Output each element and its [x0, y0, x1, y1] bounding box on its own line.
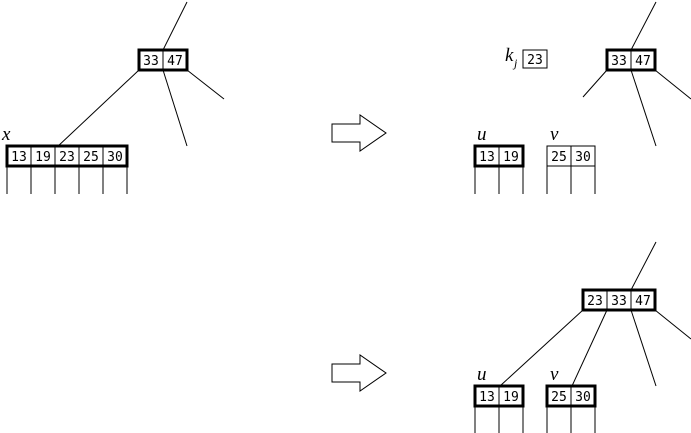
edge-parent-right [186, 69, 225, 100]
edge-parent-middle [630, 309, 657, 387]
node-u: 13 19 [473, 384, 525, 433]
edge-parent-right [654, 309, 691, 340]
parent-node-box [581, 288, 657, 312]
parent-node: 23 33 47 [581, 288, 657, 312]
key-1: 47 [167, 54, 183, 69]
edge-parent-middle [162, 69, 188, 147]
key-1: 19 [503, 150, 519, 165]
node-v: 25 30 [545, 384, 597, 433]
key-0: 25 [551, 150, 567, 165]
key-1: 19 [503, 390, 519, 405]
panel-median-extracted: k j 23 33 47 u 13 19 v [473, 1, 691, 194]
key-0: 25 [551, 390, 567, 405]
edge-parent-to-x [55, 69, 140, 149]
edge-parent-up [630, 1, 657, 51]
key-0: 33 [143, 54, 159, 69]
median-key-label: k [505, 45, 514, 66]
node-label-v: v [550, 124, 559, 145]
transition-arrow-icon [331, 114, 387, 152]
node-label-x: x [1, 124, 11, 145]
parent-node: 33 47 [605, 48, 657, 72]
edge-parent-right [654, 69, 691, 100]
key-0: 33 [611, 54, 627, 69]
key-0: 13 [479, 390, 495, 405]
transition-arrow-icon [331, 354, 387, 392]
node-label-u: u [477, 124, 487, 145]
edge-parent-to-v [571, 309, 608, 387]
parent-node: 33 47 [137, 48, 189, 72]
node-label-v: v [550, 364, 559, 385]
node-x: 13 19 23 25 30 [5, 144, 129, 194]
panel-before-split: 33 47 x 13 19 23 25 30 [1, 1, 225, 194]
node-v: 25 30 [546, 145, 596, 194]
node-label-u: u [477, 364, 487, 385]
edge-parent-up [630, 241, 657, 291]
node-u: 13 19 [473, 144, 525, 194]
key-4: 30 [107, 150, 123, 165]
median-key-node: 23 [522, 49, 548, 69]
edge-parent-to-u [499, 309, 584, 387]
node-x-box [5, 144, 129, 168]
key-0: 13 [11, 150, 27, 165]
edge-parent-up [162, 1, 188, 51]
edge-parent-left [582, 69, 608, 98]
key-1: 30 [575, 390, 591, 405]
median-key-box [522, 49, 548, 69]
panel-after-split: 23 33 47 u 13 19 v 25 30 [473, 241, 691, 433]
median-key: 23 [527, 53, 543, 68]
key-2: 47 [635, 294, 651, 309]
key-1: 47 [635, 54, 651, 69]
key-1: 33 [611, 294, 627, 309]
key-1: 30 [575, 150, 591, 165]
key-0: 23 [587, 294, 603, 309]
key-2: 23 [59, 150, 75, 165]
key-3: 25 [83, 150, 99, 165]
key-0: 13 [479, 150, 495, 165]
key-1: 19 [35, 150, 51, 165]
median-key-subscript: j [512, 56, 518, 70]
edge-parent-middle [630, 69, 657, 147]
